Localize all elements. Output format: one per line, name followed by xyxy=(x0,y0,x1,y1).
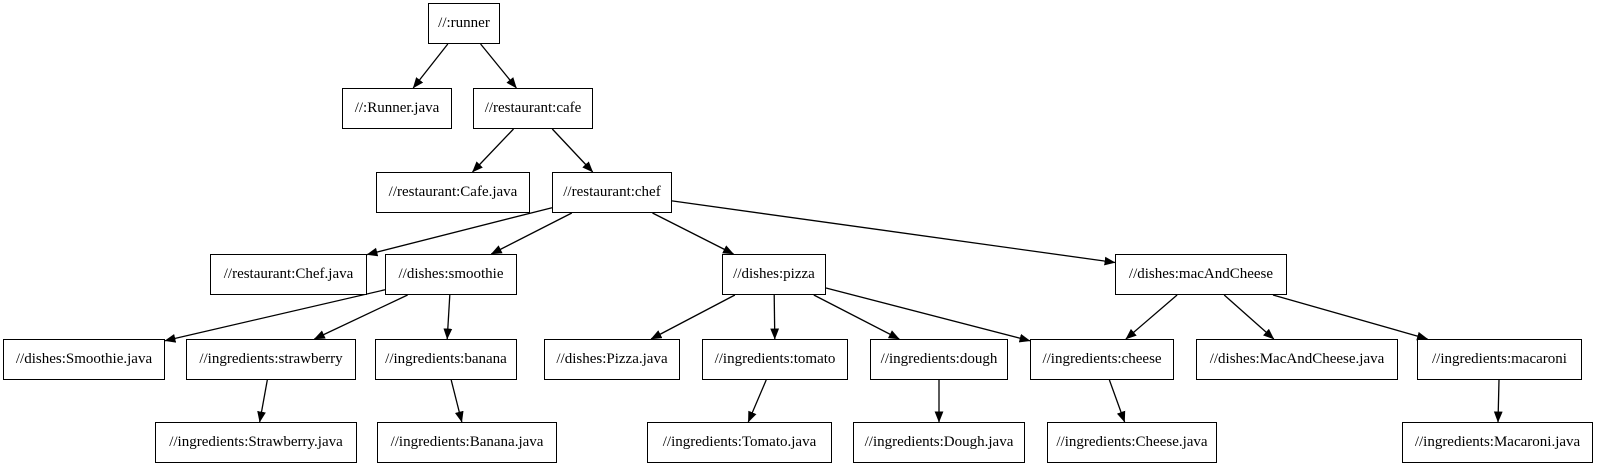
graph-node-smoothie-java: //dishes:Smoothie.java xyxy=(3,339,165,380)
graph-edge-smoothie-to-smoothie-java xyxy=(164,289,386,343)
graph-edge-cheese-to-cheese-java xyxy=(1108,379,1126,423)
graph-edge-runner-to-cafe xyxy=(480,43,517,89)
graph-node-strawberry: //ingredients:strawberry xyxy=(186,339,356,380)
graph-edge-mac-and-cheese-to-cheese xyxy=(1125,294,1178,340)
graph-edge-tomato-to-tomato-java xyxy=(747,379,767,423)
graph-node-dough: //ingredients:dough xyxy=(870,339,1008,380)
graph-node-smoothie: //dishes:smoothie xyxy=(385,254,517,295)
graph-edge-strawberry-to-strawberry-java xyxy=(257,379,268,423)
graph-edge-cafe-to-cafe-java xyxy=(472,128,514,173)
graph-edge-smoothie-to-banana xyxy=(443,294,453,340)
graph-edge-chef-to-pizza xyxy=(652,212,734,255)
graph-node-cheese-java: //ingredients:Cheese.java xyxy=(1047,422,1217,463)
graph-node-banana: //ingredients:banana xyxy=(375,339,517,380)
graph-node-pizza-java: //dishes:Pizza.java xyxy=(544,339,680,380)
graph-node-chef: //restaurant:chef xyxy=(552,172,672,213)
graph-edge-smoothie-to-strawberry xyxy=(313,294,408,340)
graph-node-strawberry-java: //ingredients:Strawberry.java xyxy=(155,422,357,463)
graph-node-macaroni-java: //ingredients:Macaroni.java xyxy=(1402,422,1593,463)
graph-node-tomato: //ingredients:tomato xyxy=(702,339,848,380)
graph-node-mac-and-cheese-java: //dishes:MacAndCheese.java xyxy=(1196,339,1398,380)
graph-node-runner: //:runner xyxy=(428,3,500,44)
graph-node-chef-java: //restaurant:Chef.java xyxy=(210,254,367,295)
graph-node-mac-and-cheese: //dishes:macAndCheese xyxy=(1115,254,1287,295)
graph-edge-pizza-to-cheese xyxy=(825,287,1031,343)
graph-node-tomato-java: //ingredients:Tomato.java xyxy=(647,422,832,463)
graph-edge-pizza-to-dough xyxy=(813,294,900,340)
graph-edge-mac-and-cheese-to-mac-and-cheese-java xyxy=(1223,294,1275,340)
graph-edge-cafe-to-chef xyxy=(551,128,594,173)
graph-edge-banana-to-banana-java xyxy=(450,379,464,423)
graph-edge-chef-to-smoothie xyxy=(490,212,573,255)
graph-node-runner-java: //:Runner.java xyxy=(342,88,452,129)
graph-node-pizza: //dishes:pizza xyxy=(722,254,826,295)
graph-node-cafe: //restaurant:cafe xyxy=(473,88,593,129)
graph-node-cafe-java: //restaurant:Cafe.java xyxy=(376,172,530,213)
graph-node-macaroni: //ingredients:macaroni xyxy=(1417,339,1582,380)
graph-edge-pizza-to-tomato xyxy=(770,294,780,340)
graph-node-dough-java: //ingredients:Dough.java xyxy=(853,422,1025,463)
graph-node-banana-java: //ingredients:Banana.java xyxy=(377,422,557,463)
graph-edge-mac-and-cheese-to-macaroni xyxy=(1272,294,1429,341)
graph-edge-macaroni-to-macaroni-java xyxy=(1493,379,1503,423)
graph-edge-runner-to-runner-java xyxy=(412,43,449,89)
graph-edge-chef-to-mac-and-cheese xyxy=(671,200,1116,266)
graph-node-cheese: //ingredients:cheese xyxy=(1030,339,1174,380)
graph-edge-pizza-to-pizza-java xyxy=(650,294,736,340)
graph-edge-chef-to-chef-java xyxy=(366,207,553,257)
